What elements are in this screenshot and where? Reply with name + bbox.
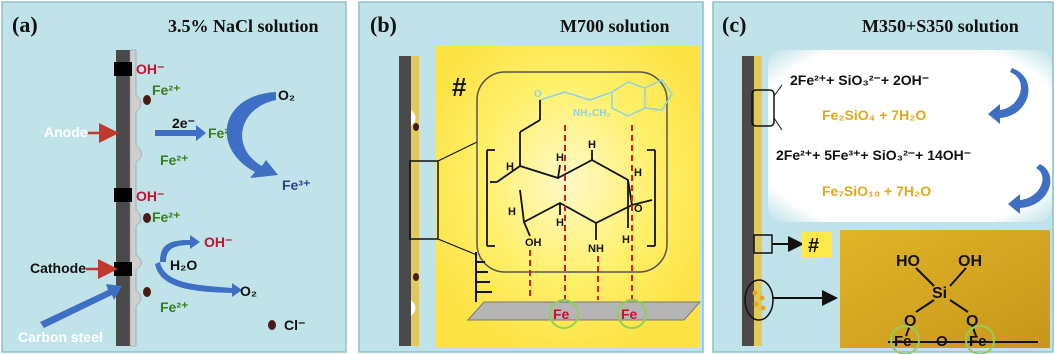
oh-ion-label: OH⁻: [136, 188, 164, 204]
hydrogen-label: H: [556, 152, 564, 164]
fe3-ion-label: Fe³⁺: [282, 177, 310, 193]
zoom-line: [437, 141, 478, 162]
panel-c: (c) M350+S350 solution 2Fe²⁺+ SiO₃²⁻+ 2O…: [712, 1, 1054, 354]
film-zoom-ellipse: [744, 279, 774, 321]
fe-site-circle: [965, 325, 995, 354]
equation-2-reactants: 2Fe²⁺+ 5Fe³⁺+ SiO₃²⁻+ 14OH⁻: [776, 147, 971, 163]
inhibitor-coating: [754, 56, 762, 346]
hydroxyl-label: OH: [525, 237, 542, 249]
oh-ion-label: OH⁻: [136, 61, 164, 77]
fe-site-circle: [617, 299, 647, 329]
electron-label: 2e⁻: [172, 115, 195, 131]
zoom-line: [437, 238, 478, 256]
faded-ch2-label: CH₂: [592, 108, 611, 119]
water-label: H₂O: [170, 257, 197, 273]
electron-arrow: [155, 125, 206, 141]
reduction-arrow: [160, 235, 200, 262]
zoom-line: [773, 84, 783, 97]
panel-a-title: 3.5% NaCl solution: [168, 16, 319, 36]
chloride-ion: [143, 287, 151, 297]
equation-1-product: Fe₂SiO₄ + 7H₂O: [822, 107, 926, 123]
chloride-ion: [143, 213, 151, 223]
faded-o-label: O: [534, 89, 542, 100]
zoom-line: [773, 117, 783, 131]
hash-marker-box: [802, 232, 832, 258]
oxygen-bridge: O: [936, 333, 948, 350]
zoom-box: [409, 160, 439, 240]
silicon-atom: Si: [932, 285, 947, 302]
fe-atom-label: Fe: [553, 306, 570, 322]
hydrogen-label: H: [588, 139, 596, 151]
chloride-ion: [413, 273, 419, 281]
hydrogen-label: H: [622, 234, 630, 246]
pit: [411, 300, 416, 316]
panel-b-label: (b): [370, 12, 397, 37]
cathodic-site: [114, 62, 132, 76]
fe2-ion-label: Fe²⁺: [160, 152, 188, 168]
zoom-box: [751, 89, 775, 127]
steel-substrate: [466, 301, 702, 321]
hydroxyl-oh: OH: [958, 253, 982, 270]
cathode-label: Cathode: [30, 260, 86, 276]
reaction-arrow: [988, 68, 1029, 124]
oxygen-label: O₂: [278, 87, 295, 103]
adsorption-bonds: [529, 125, 633, 300]
steel-bar: [742, 56, 754, 346]
cathodic-site: [114, 188, 132, 202]
panel-a: (a) 3.5% NaCl solution OH⁻ Fe²⁺ Anode 2e…: [1, 1, 347, 353]
hash-marker: #: [808, 235, 819, 257]
inhibitor-coating: [411, 56, 419, 346]
fe2-ion-label: Fe²⁺: [160, 299, 188, 315]
panel-b-title: M700 solution: [560, 16, 670, 36]
fe2-ion-label: Fe²⁺: [152, 209, 180, 225]
fe-site-circle: [549, 299, 579, 329]
hydrogen-label: H: [634, 167, 642, 179]
chitosan-ring: [486, 100, 656, 247]
panel-a-background: [1, 1, 347, 353]
chloride-legend-dot: [268, 320, 276, 330]
film-particles: [752, 290, 766, 311]
amine-label: NH: [588, 243, 604, 255]
pit: [411, 110, 416, 126]
panel-c-label: (c): [722, 12, 746, 37]
fe-site-circle: [890, 325, 920, 354]
substrate-dashes: [475, 252, 492, 302]
carbon-steel-label: Carbon steel: [18, 329, 103, 345]
panel-a-label: (a): [12, 12, 38, 37]
oxygen-label: O₂: [240, 283, 257, 299]
molecule-box: [476, 71, 668, 273]
fe-atom-label: Fe: [969, 333, 987, 350]
cathodic-site: [114, 262, 132, 276]
hydrogen-label: H: [506, 161, 514, 173]
faded-side-chain: [539, 79, 673, 117]
oh-product-label: OH⁻: [204, 234, 232, 250]
panel-b: (b) M700 solution # O NH₂ CH₂: [358, 1, 704, 353]
equation-2-product: Fe₇SiO₁₀ + 7H₂O: [822, 183, 931, 199]
chloride-legend-label: Cl⁻: [284, 317, 305, 333]
hydrogen-label: H: [508, 206, 516, 218]
silicate-film-box: [840, 230, 1050, 348]
chloride-ion: [143, 95, 151, 105]
oxygen-label: O: [634, 203, 643, 215]
fe2-ion-label: Fe²⁺: [152, 82, 180, 98]
equation-panel: [768, 50, 1052, 222]
faded-nh2-label: NH₂: [573, 108, 592, 119]
oxygen-arrow: [155, 262, 242, 297]
hydroxyl-ho: HO: [896, 253, 920, 270]
chloride-ion: [413, 123, 419, 131]
hydrogen-label: H: [556, 217, 564, 229]
steel-bar: [399, 56, 411, 346]
hash-marker: #: [452, 72, 467, 102]
fe-atom-label: Fe: [894, 333, 912, 350]
reaction-arrow: [1008, 164, 1051, 214]
anode-label: Anode: [44, 124, 88, 140]
equation-1-reactants: 2Fe²⁺+ SiO₃²⁻+ 2OH⁻: [790, 72, 929, 88]
panel-c-title: M350+S350 solution: [862, 16, 1019, 36]
oxidation-arrow: [226, 92, 278, 178]
carbon-steel-arrow: [40, 284, 122, 328]
fe-atom-label: Fe: [621, 306, 638, 322]
